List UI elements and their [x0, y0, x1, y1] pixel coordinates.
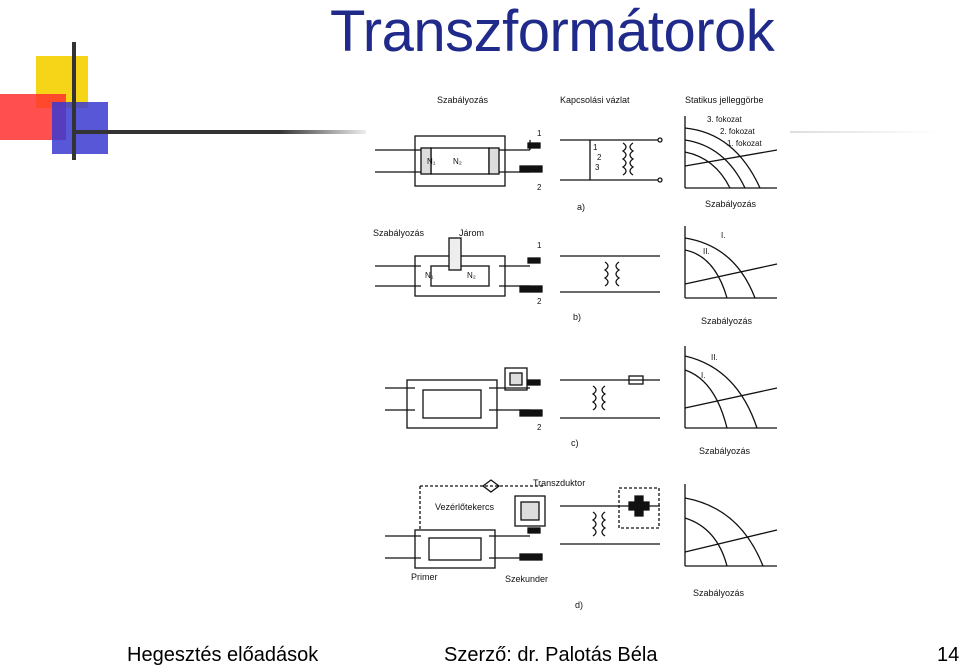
title-rule-fade: [790, 131, 940, 133]
svg-text:1: 1: [593, 143, 598, 152]
row-c-axis-label: Szabályozás: [699, 446, 751, 456]
slide-title: Transzformátorok: [330, 0, 775, 64]
row-a-curve-1: 1. fokozat: [727, 139, 762, 148]
row-a-curve-2: 2. fokozat: [720, 127, 755, 136]
row-b-curve-II: II.: [703, 247, 710, 256]
row-c: 2 I. II. Szabályozás c): [385, 346, 778, 456]
row-d-label-primary: Primer: [411, 572, 438, 582]
svg-text:N₂: N₂: [467, 271, 476, 280]
title-rule: [76, 130, 366, 134]
svg-text:2: 2: [537, 297, 542, 306]
row-a: Szabályozás Kapcsolási vázlat Statikus j…: [375, 95, 778, 212]
svg-text:2: 2: [537, 423, 542, 432]
row-d-label-secondary: Szekunder: [505, 574, 548, 584]
row-b-tag: b): [573, 312, 581, 322]
footer-author: Szerző: dr. Palotás Béla: [444, 644, 658, 666]
row-b-curve-I: I.: [721, 231, 725, 240]
row-a-curve-3: 3. fokozat: [707, 115, 742, 124]
row-a-heading-2: Kapcsolási vázlat: [560, 95, 630, 105]
row-b-axis-label: Szabályozás: [701, 316, 753, 326]
row-a-heading-3: Statikus jelleggörbe: [685, 95, 764, 105]
svg-text:1: 1: [537, 129, 542, 138]
row-a-heading-1: Szabályozás: [437, 95, 489, 105]
row-a-axis-label: Szabályozás: [705, 199, 757, 209]
svg-text:3: 3: [595, 163, 600, 172]
row-d-label-transductor: Transzduktor: [533, 478, 585, 488]
svg-text:N₂: N₂: [453, 157, 462, 166]
svg-text:2: 2: [537, 183, 542, 192]
row-b: Szabályozás Járom N₁ N₂ 1 2 I. I: [373, 226, 778, 326]
svg-text:2: 2: [597, 153, 602, 162]
row-d-axis-label: Szabályozás: [693, 588, 745, 598]
corner-decoration: [0, 40, 140, 170]
row-c-curve-II: II.: [711, 353, 718, 362]
row-c-curve-I: I.: [701, 371, 705, 380]
svg-text:1: 1: [537, 241, 542, 250]
svg-text:N₁: N₁: [427, 157, 436, 166]
page-number: 14: [937, 644, 960, 666]
row-d: Transzduktor Vezérlőtekercs Primer Szeku…: [385, 478, 778, 610]
transformer-diagram-figure: Szabályozás Kapcsolási vázlat Statikus j…: [365, 88, 795, 618]
svg-text:N₁: N₁: [425, 271, 434, 280]
row-a-tag: a): [577, 202, 585, 212]
row-b-label-reg: Szabályozás: [373, 228, 425, 238]
row-c-tag: c): [571, 438, 579, 448]
row-d-label-control: Vezérlőtekercs: [435, 502, 495, 512]
footer-course: Hegesztés előadások: [127, 644, 319, 666]
row-d-tag: d): [575, 600, 583, 610]
row-b-label-yoke: Járom: [459, 228, 484, 238]
